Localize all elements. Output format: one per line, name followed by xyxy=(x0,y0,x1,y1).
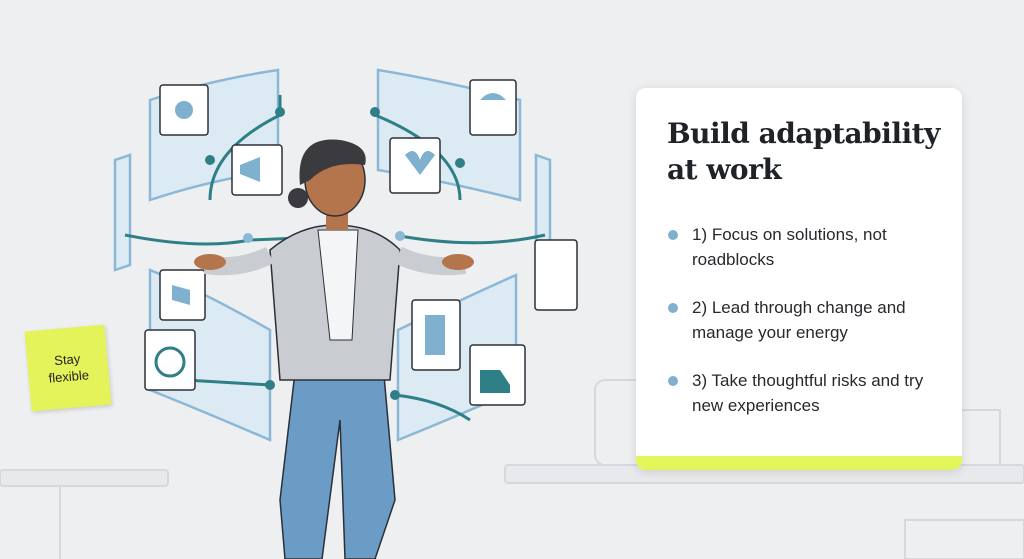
target-icon xyxy=(144,329,196,391)
list-item: 3) Take thoughtful risks and try new exp… xyxy=(668,368,958,418)
list-item: 2) Lead through change and manage your e… xyxy=(668,295,958,345)
info-card: Build adaptability at work 1) Focus on s… xyxy=(636,88,962,470)
bullet-dot-icon xyxy=(668,303,678,313)
tips-list: 1) Focus on solutions, not roadblocks 2)… xyxy=(668,222,958,441)
arrows-icon xyxy=(534,239,578,311)
bullet-dot-icon xyxy=(668,230,678,240)
person xyxy=(194,139,474,559)
list-item: 1) Focus on solutions, not roadblocks xyxy=(668,222,958,272)
sticky-note-text: Stay flexible xyxy=(47,350,90,386)
parachute-icon xyxy=(469,79,517,136)
list-item-text: 1) Focus on solutions, not roadblocks xyxy=(692,225,887,269)
list-item-text: 3) Take thoughtful risks and try new exp… xyxy=(692,371,924,415)
bullet-dot-icon xyxy=(668,376,678,386)
list-item-text: 2) Lead through change and manage your e… xyxy=(692,298,906,342)
card-title: Build adaptability at work xyxy=(667,117,940,186)
sticky-note: Stay flexible xyxy=(24,324,112,412)
accent-bar xyxy=(636,456,962,470)
